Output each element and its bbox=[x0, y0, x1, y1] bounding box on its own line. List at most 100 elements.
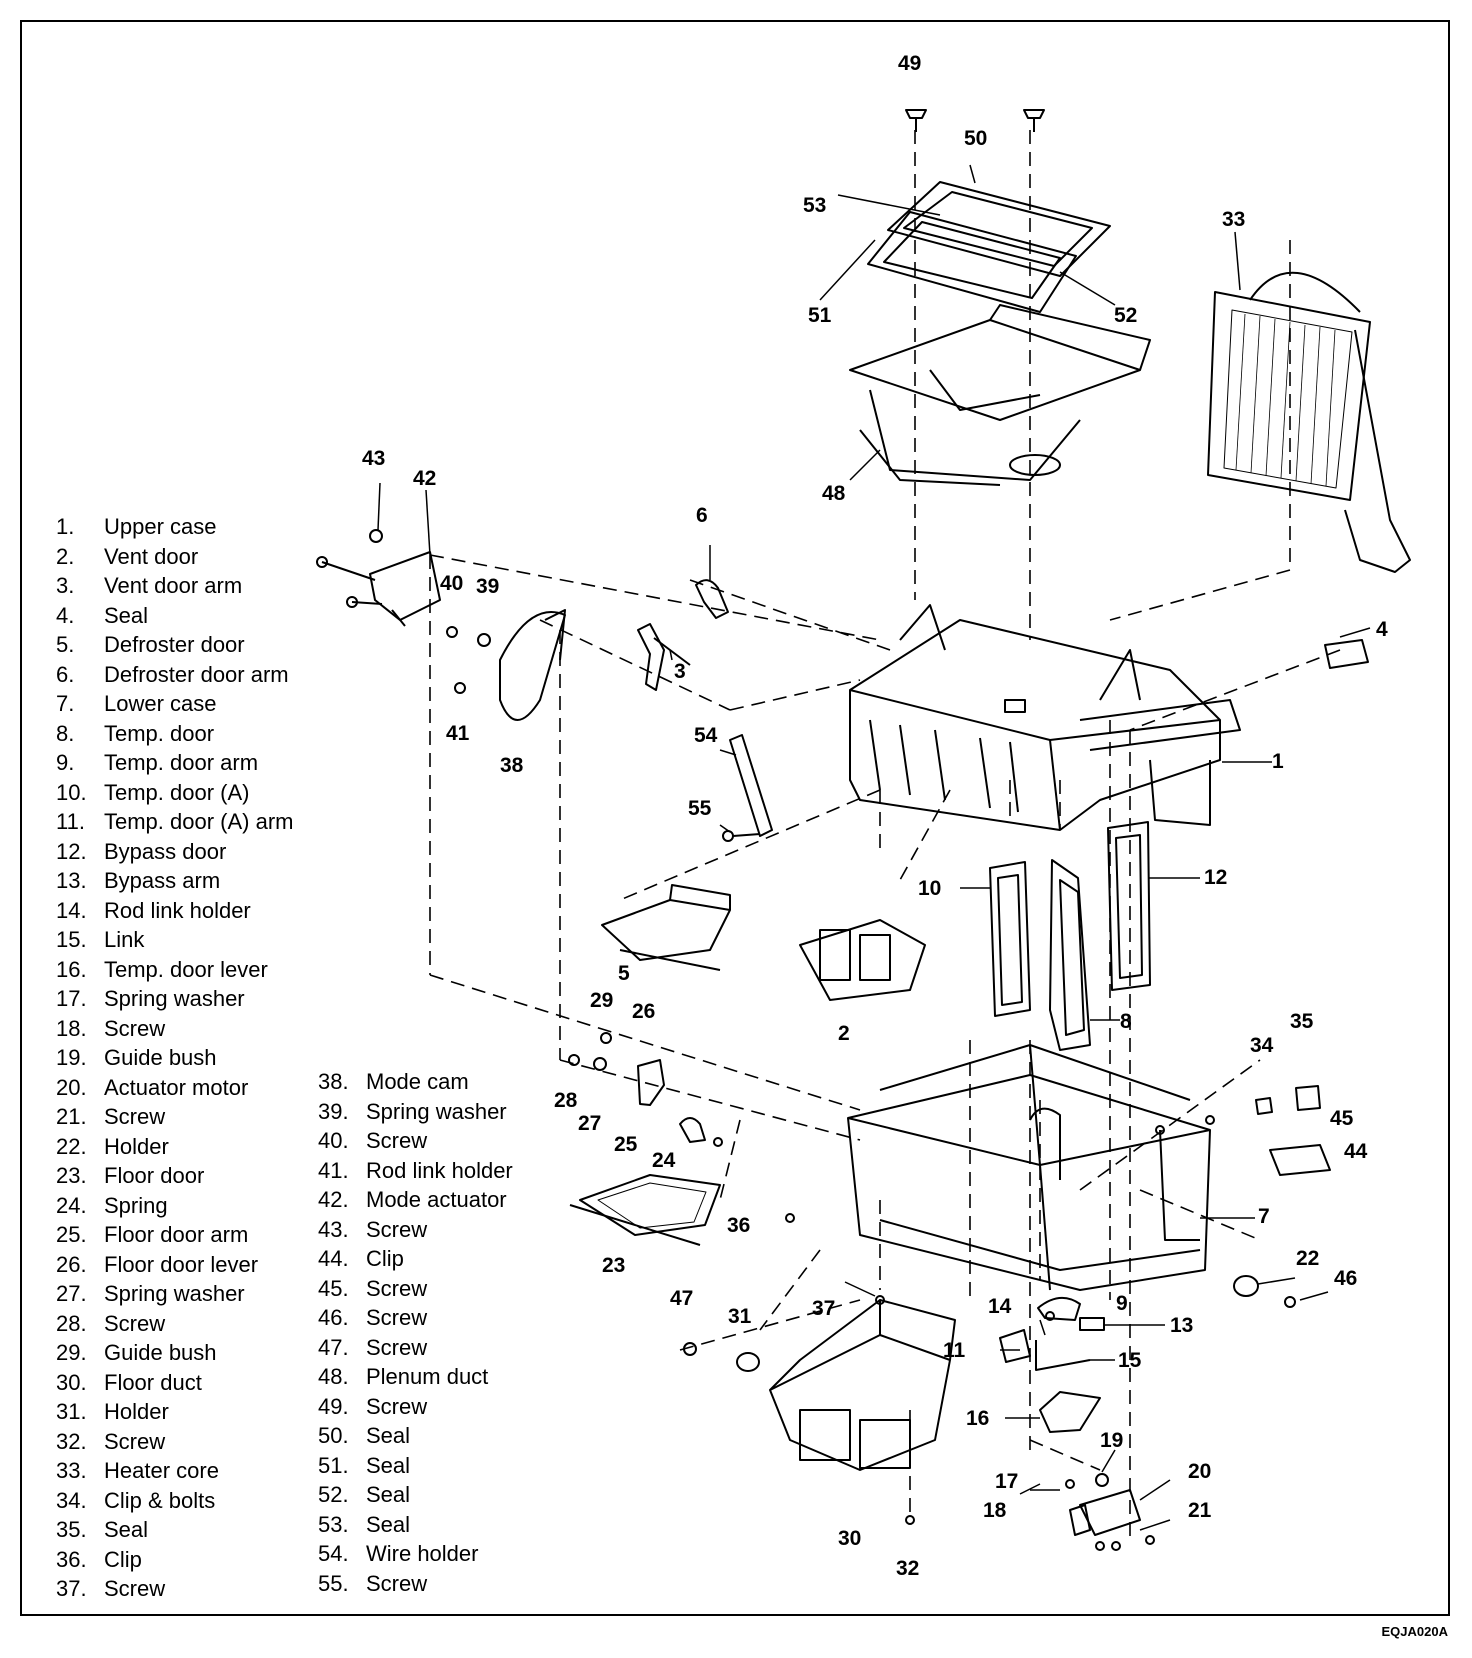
legend-item-label: Heater core bbox=[104, 1458, 219, 1483]
callout-36: 36 bbox=[727, 1214, 750, 1237]
screw-46 bbox=[1284, 1296, 1296, 1308]
screw-28 bbox=[568, 1054, 580, 1066]
legend-item-label: Vent door arm bbox=[104, 573, 243, 598]
legend-item-number: 6. bbox=[56, 661, 75, 687]
legend-item-number: 12. bbox=[56, 838, 87, 864]
legend-item: 29. Guide bush bbox=[56, 1338, 294, 1368]
legend-item-label: Guide bush bbox=[104, 1340, 217, 1365]
legend-item-label: Floor door arm bbox=[104, 1222, 249, 1247]
legend-item: 25.Floor door arm bbox=[56, 1220, 294, 1250]
legend-item-number: 8. bbox=[56, 720, 75, 746]
legend-item-label: Temp. door (A) bbox=[104, 779, 250, 805]
callout-51: 51 bbox=[808, 304, 832, 327]
legend-item-number: 22. bbox=[56, 1133, 87, 1159]
legend-item: 52.Seal bbox=[318, 1480, 513, 1510]
legend-item-number: 17. bbox=[56, 986, 87, 1011]
legend-item: 6.Defroster door arm bbox=[56, 660, 294, 690]
defroster-door-arm-6 bbox=[695, 579, 729, 619]
legend-item-label: Mode cam bbox=[366, 1069, 469, 1094]
legend-item: 42.Mode actuator bbox=[318, 1185, 513, 1215]
screws-49 bbox=[905, 109, 1045, 132]
callout-labels: 1 2 3 4 5 6 7 8 9 10 11 12 13 14 15 16 1… bbox=[362, 52, 1388, 1580]
legend-item-number: 38. bbox=[318, 1069, 349, 1094]
callout-25: 25 bbox=[614, 1133, 638, 1156]
heater-core-33 bbox=[1207, 271, 1411, 573]
upper-case-1 bbox=[849, 604, 1241, 831]
legend-item-number: 13. bbox=[56, 868, 87, 893]
legend-item-label: Holder bbox=[104, 1399, 169, 1424]
legend-item-number: 40. bbox=[318, 1128, 349, 1153]
assembly-guide-lines bbox=[429, 130, 1341, 1540]
legend-item-label: Seal bbox=[104, 1517, 149, 1542]
legend-item-number: 29. bbox=[56, 1340, 87, 1365]
leader-lines bbox=[377, 164, 1371, 1531]
legend-item-label: Wire holder bbox=[366, 1541, 479, 1566]
legend-item-label: Spring washer bbox=[104, 1281, 245, 1306]
legend-item-label: Screw bbox=[104, 1310, 166, 1336]
legend-item-number: 49. bbox=[318, 1393, 349, 1419]
legend-item-number: 44. bbox=[318, 1246, 349, 1271]
legend-item: 46.Screw bbox=[318, 1303, 513, 1333]
legend-item: 3.Vent door arm bbox=[56, 571, 294, 601]
legend-item: 19.Guide bush bbox=[56, 1043, 294, 1073]
legend-item-label: Defroster door bbox=[104, 632, 245, 657]
temp-door-8 bbox=[1049, 859, 1091, 1051]
legend-item-number: 37. bbox=[56, 1576, 87, 1601]
callout-55: 55 bbox=[688, 797, 712, 820]
legend-item-number: 35. bbox=[56, 1517, 87, 1542]
callout-44: 44 bbox=[1344, 1140, 1368, 1163]
callout-21: 21 bbox=[1188, 1499, 1212, 1522]
legend-item-label: Bypass door bbox=[104, 838, 227, 864]
screw-43 bbox=[369, 529, 383, 543]
legend-item: 13. Bypass arm bbox=[56, 866, 294, 896]
legend-item: 41.Rod link holder bbox=[318, 1156, 513, 1186]
seal-4 bbox=[1324, 639, 1369, 669]
legend-item-number: 16. bbox=[56, 956, 87, 982]
legend-item-number: 11. bbox=[56, 809, 85, 834]
legend-item-label: Spring washer bbox=[104, 986, 245, 1011]
legend-item-number: 31. bbox=[56, 1399, 87, 1424]
legend-item-label: Guide bush bbox=[104, 1045, 217, 1070]
legend-item-number: 7. bbox=[56, 691, 75, 716]
legend-item-label: Bypass arm bbox=[104, 868, 221, 893]
actuator-motor-20 bbox=[1069, 1473, 1141, 1536]
callout-4: 4 bbox=[1376, 618, 1388, 641]
link-15 bbox=[1035, 1340, 1091, 1371]
legend-item-number: 51. bbox=[318, 1452, 349, 1478]
legend-item-label: Floor door bbox=[104, 1163, 205, 1188]
legend-item-label: Actuator motor bbox=[104, 1074, 249, 1100]
legend-item-label: Temp. door (A) arm bbox=[104, 809, 294, 834]
guide-bush-29 bbox=[600, 1032, 612, 1044]
figure-code: EQJA020A bbox=[1381, 1624, 1448, 1639]
legend-item-number: 53. bbox=[318, 1511, 349, 1537]
legend-item-label: Seal bbox=[366, 1423, 411, 1448]
legend-item-label: Screw bbox=[104, 1428, 166, 1454]
legend-item-label: Floor door lever bbox=[104, 1251, 259, 1277]
legend-item: 15.Link bbox=[56, 925, 294, 955]
legend-item: 18.Screw bbox=[56, 1014, 294, 1044]
legend-item-label: Seal bbox=[366, 1511, 411, 1537]
legend-item: 50.Seal bbox=[318, 1421, 513, 1451]
callout-26: 26 bbox=[632, 1000, 655, 1023]
legend-item: 24.Spring bbox=[56, 1191, 294, 1221]
legend-item-label: Screw bbox=[104, 1104, 166, 1129]
diagram-frame bbox=[20, 20, 1450, 1616]
legend-item: 55.Screw bbox=[318, 1569, 513, 1599]
temp-door-lever-16 bbox=[1039, 1391, 1101, 1433]
rod-link-holder-41 bbox=[454, 682, 466, 694]
legend-item: 40. Screw bbox=[318, 1126, 513, 1156]
callout-11: 11 bbox=[943, 1339, 966, 1362]
legend-item: 10. Temp. door (A) bbox=[56, 778, 294, 808]
legend-item: 47.Screw bbox=[318, 1333, 513, 1363]
legend-item-number: 45. bbox=[318, 1275, 349, 1301]
legend-item-number: 10. bbox=[56, 779, 87, 805]
mode-cam-38 bbox=[499, 609, 566, 721]
legend-item: 14.Rod link holder bbox=[56, 896, 294, 926]
washer-39 bbox=[477, 633, 491, 647]
callout-30: 30 bbox=[838, 1527, 861, 1550]
legend-item-label: Screw bbox=[366, 1128, 428, 1153]
legend-item-number: 36. bbox=[56, 1546, 87, 1572]
legend-item-label: Link bbox=[104, 927, 145, 952]
